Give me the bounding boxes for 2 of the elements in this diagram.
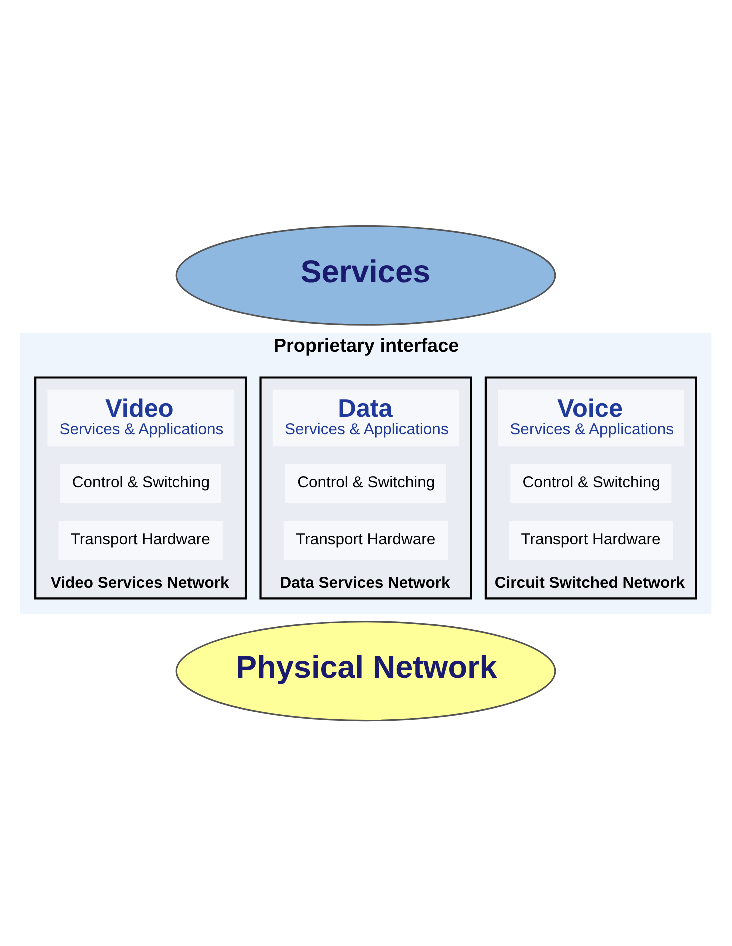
node-ellipse: Physical Network	[176, 620, 556, 722]
node-ellipse: Services	[176, 224, 556, 326]
